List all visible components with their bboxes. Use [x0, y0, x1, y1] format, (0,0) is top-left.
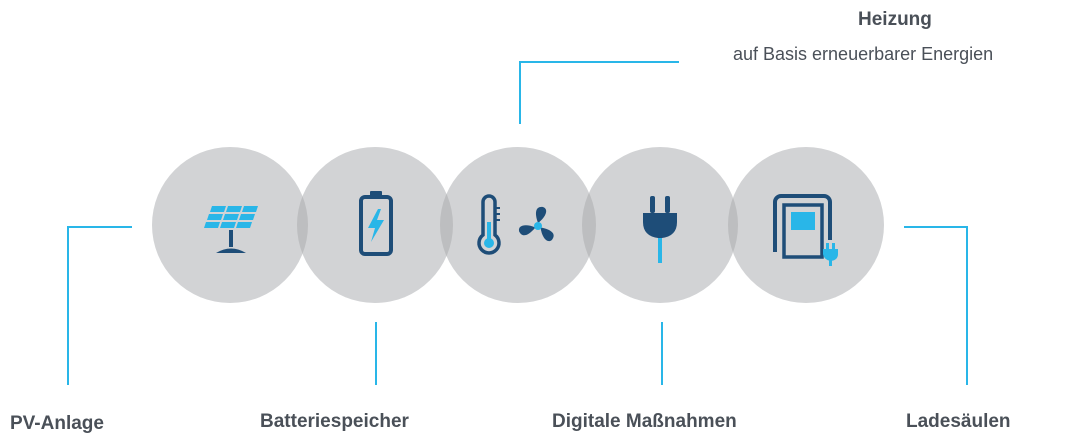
connector-lines	[67, 61, 968, 385]
solar-panel-icon	[204, 206, 258, 253]
digital-label: Digitale Maßnahmen	[552, 411, 737, 432]
connector-charging	[904, 226, 968, 385]
circle-heating	[440, 147, 596, 303]
battery-label: Batteriespeicher	[260, 411, 409, 432]
connector-heating	[519, 61, 679, 124]
plug-icon	[643, 196, 677, 263]
connector-pv	[67, 226, 132, 385]
thermometer-fan-icon	[477, 194, 554, 255]
heating-title: Heizung	[858, 9, 932, 30]
battery-icon	[359, 191, 393, 256]
heating-subtitle: auf Basis erneuerbarer Energien	[733, 44, 994, 64]
charging-label: Ladesäulen	[906, 411, 1011, 432]
pv-label: PV-Anlage	[10, 413, 104, 434]
charging-station-icon	[773, 194, 838, 266]
